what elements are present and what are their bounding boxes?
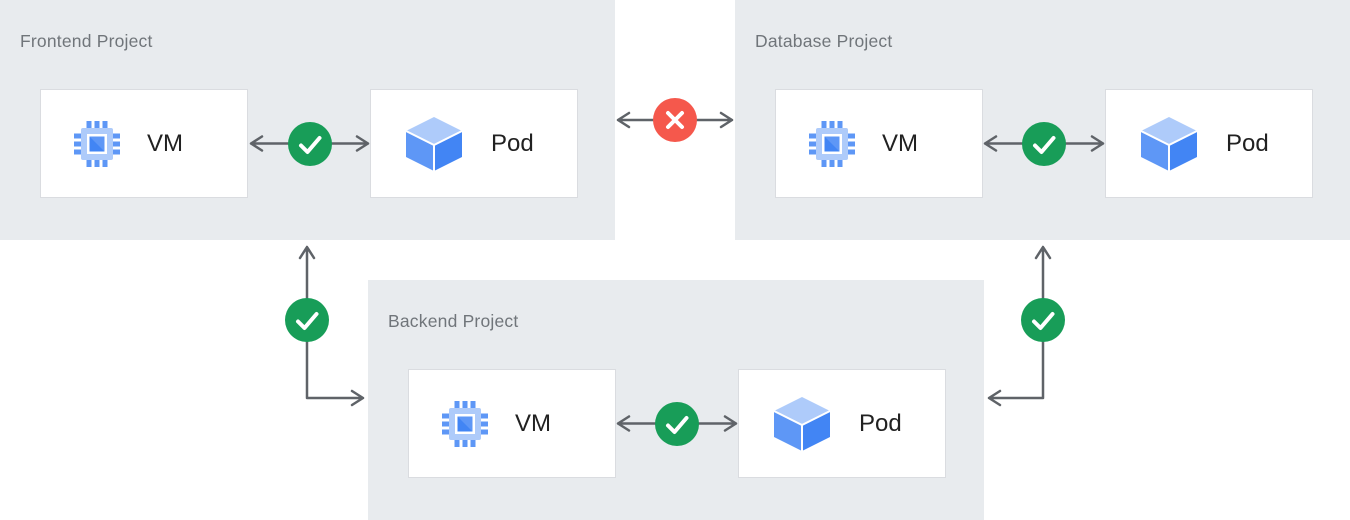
- database-vm-node: VM: [775, 89, 983, 198]
- vm-label: VM: [515, 409, 551, 437]
- database-project-title: Database Project: [755, 31, 893, 51]
- frontend-vm-node: VM: [40, 89, 248, 198]
- frontend-project-title: Frontend Project: [20, 31, 153, 51]
- compute-engine-vm-icon: [74, 120, 120, 167]
- check-icon: [1021, 298, 1065, 342]
- pod-label: Pod: [859, 409, 902, 437]
- check-icon: [288, 122, 332, 166]
- compute-engine-vm-icon: [809, 120, 855, 167]
- compute-engine-vm-icon: [442, 400, 488, 447]
- pod-cube-icon: [404, 116, 464, 172]
- vm-label: VM: [147, 129, 183, 157]
- vm-label: VM: [882, 129, 918, 157]
- database-pod-node: Pod: [1105, 89, 1313, 198]
- backend-pod-node: Pod: [738, 369, 946, 478]
- frontend-pod-node: Pod: [370, 89, 578, 198]
- pod-cube-icon: [1139, 116, 1199, 172]
- pod-cube-icon: [772, 396, 832, 452]
- pod-label: Pod: [1226, 129, 1269, 157]
- backend-vm-node: VM: [408, 369, 616, 478]
- check-icon: [285, 298, 329, 342]
- check-icon: [655, 402, 699, 446]
- cross-icon: [653, 98, 697, 142]
- backend-project-title: Backend Project: [388, 311, 519, 331]
- pod-label: Pod: [491, 129, 534, 157]
- check-icon: [1022, 122, 1066, 166]
